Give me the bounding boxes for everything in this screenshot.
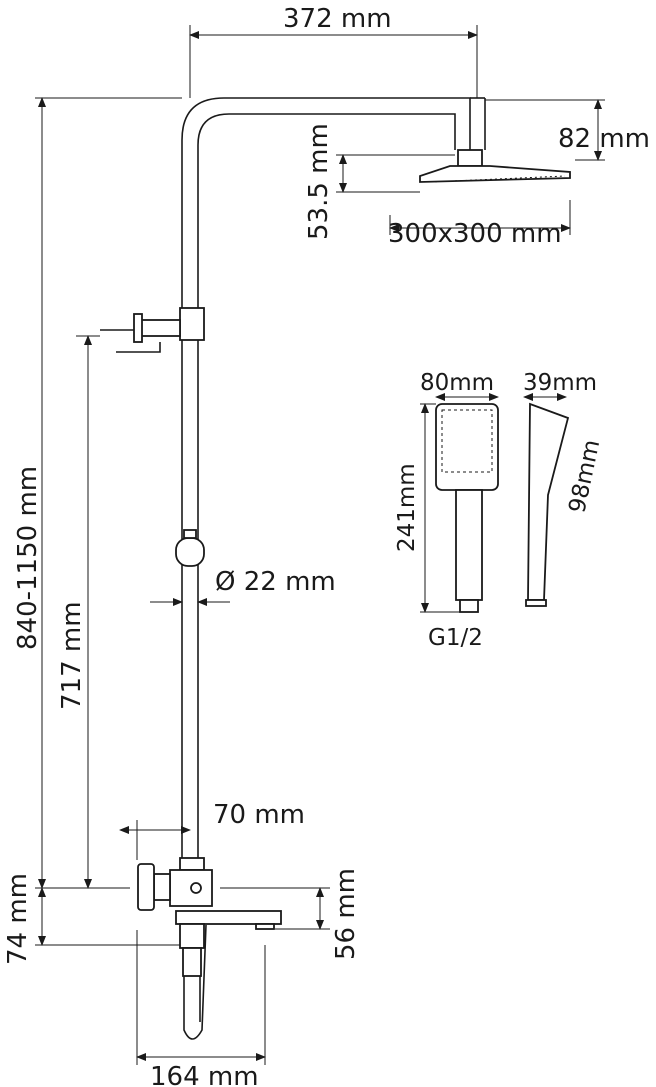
mixer: [137, 857, 282, 1040]
shower-head: [419, 149, 571, 183]
dim-bracket-height: 717 mm: [57, 601, 87, 710]
dim-head-drop: 82 mm: [558, 124, 650, 154]
dim-hand-width: 80mm: [420, 370, 494, 396]
thread-label: G1/2: [428, 625, 483, 651]
dim-head-size: 300x300 mm: [388, 219, 562, 249]
slider: [175, 529, 205, 567]
hand-shower-front: [420, 393, 499, 613]
dim-head-offset: 53.5 mm: [304, 123, 334, 240]
riser-pipe: [181, 97, 486, 860]
dim-mixer-height: 74 mm: [3, 873, 33, 965]
wall-bracket: [100, 307, 205, 353]
hand-shower-side: [523, 393, 570, 607]
dim-hand-head-length: 98mm: [564, 437, 605, 515]
dim-total-height: 840-1150 mm: [13, 466, 43, 650]
dim-hand-depth: 39mm: [523, 370, 597, 396]
dim-overhead-arm: 372 mm: [283, 4, 392, 34]
dim-pipe-diameter: Ø 22 mm: [215, 567, 336, 597]
dim-spout-drop: 56 mm: [331, 868, 361, 960]
dim-hand-length: 241mm: [394, 463, 420, 552]
dim-base-width: 164 mm: [150, 1062, 259, 1087]
dim-wall-offset: 70 mm: [213, 800, 305, 830]
dimension-lines: [35, 25, 605, 1065]
